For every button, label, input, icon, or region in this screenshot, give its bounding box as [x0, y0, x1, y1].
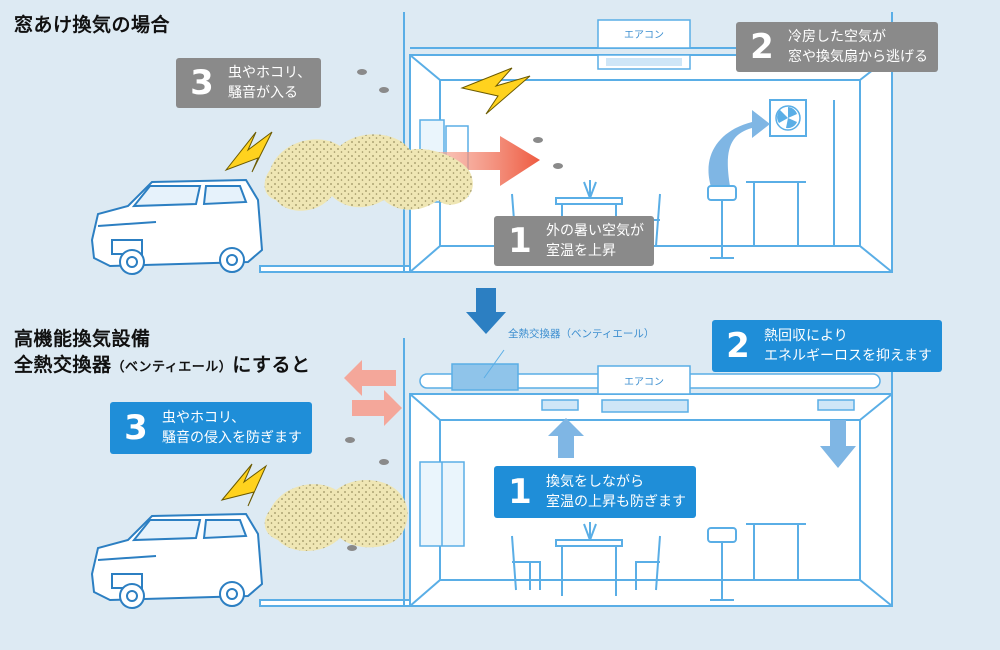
badge-number: 1 — [508, 221, 532, 261]
badge-line2: エネルギーロスを抑えます — [764, 348, 932, 364]
bottom-scene — [90, 338, 893, 609]
cool-air-escape-arrow — [708, 110, 770, 190]
ac-vent-grille — [606, 58, 682, 66]
badge-line1: 冷房した空気が — [788, 29, 886, 45]
top-ac-label: エアコン — [624, 30, 664, 41]
badge-line2: 騒音が入る — [228, 85, 298, 101]
bottom-closed-window — [419, 461, 465, 547]
car-icon — [90, 512, 264, 609]
top-badge-3: 3 虫やホコリ、 騒音が入る — [176, 58, 322, 108]
heat-exchanger-label: 全熱交換器（ベンティエール） — [508, 328, 655, 340]
blocked-left-arrow-icon — [344, 360, 396, 396]
badge-line2: 室温を上昇 — [546, 243, 616, 259]
top-badge-2: 2 冷房した空気が 窓や換気扇から逃げる — [736, 22, 938, 72]
unit-leader-line — [483, 349, 505, 379]
bottom-heading-line2a: 全熱交換器 — [14, 354, 112, 376]
badge-line2: 室温の上昇も防ぎます — [546, 494, 686, 510]
badge-number: 2 — [750, 27, 774, 67]
bottom-heading-line2b: （ベンティエール） — [111, 360, 233, 375]
car-icon — [90, 178, 264, 275]
badge-number: 3 — [190, 63, 214, 103]
insect-icons — [357, 69, 563, 169]
bottom-badge-3: 3 虫やホコリ、 騒音の侵入を防ぎます — [110, 402, 312, 454]
badge-number: 3 — [124, 408, 148, 448]
ground-line — [259, 599, 411, 607]
ac-indoor-unit — [597, 365, 691, 395]
badge-number: 2 — [726, 326, 750, 366]
bottom-heading-line1: 高機能換気設備 — [14, 328, 151, 350]
badge-number: 1 — [508, 472, 532, 512]
badge-line1: 虫やホコリ、 — [228, 65, 312, 81]
bottom-heading: 高機能換気設備 全熱交換器（ベンティエール）にすると — [14, 326, 310, 381]
supply-vent — [541, 399, 579, 411]
top-badge-1: 1 外の暑い空気が 室温を上昇 — [494, 216, 654, 266]
exhaust-vent — [817, 399, 855, 411]
transition-arrow-down-icon — [466, 288, 506, 334]
bottom-badge-1: 1 換気をしながら 室温の上昇も防ぎます — [494, 466, 696, 518]
badge-line2: 騒音の侵入を防ぎます — [162, 430, 302, 446]
bottom-heading-line2c: にすると — [232, 354, 311, 376]
badge-line1: 外の暑い空気が — [546, 223, 644, 239]
noise-bolt-icon — [220, 463, 268, 507]
ac-indoor-unit — [597, 19, 691, 49]
bottom-badge-2: 2 熱回収により エネルギーロスを抑えます — [712, 320, 942, 372]
blocked-right-arrow-icon — [352, 390, 402, 426]
bottom-dust-cloud — [264, 479, 408, 551]
bottom-ac-label: エアコン — [624, 377, 664, 388]
badge-line1: 虫やホコリ、 — [162, 410, 246, 426]
bottom-furniture — [511, 522, 806, 601]
badge-line1: 換気をしながら — [546, 474, 644, 490]
badge-line1: 熱回収により — [764, 328, 848, 344]
insect-icons — [345, 437, 389, 551]
badge-line2: 窓や換気扇から逃げる — [788, 49, 928, 65]
ground-line — [259, 265, 411, 273]
ac-vent — [601, 399, 689, 413]
top-dust-cloud — [264, 134, 473, 211]
exhaust-fan-icon — [769, 99, 807, 137]
noise-bolt-icon — [224, 131, 273, 173]
air-down-arrow-icon — [820, 420, 856, 468]
noise-bolt-icon — [460, 67, 531, 115]
top-heading: 窓あけ換気の場合 — [14, 14, 171, 36]
hot-air-arrow — [420, 136, 540, 186]
air-up-arrow-icon — [548, 418, 584, 458]
